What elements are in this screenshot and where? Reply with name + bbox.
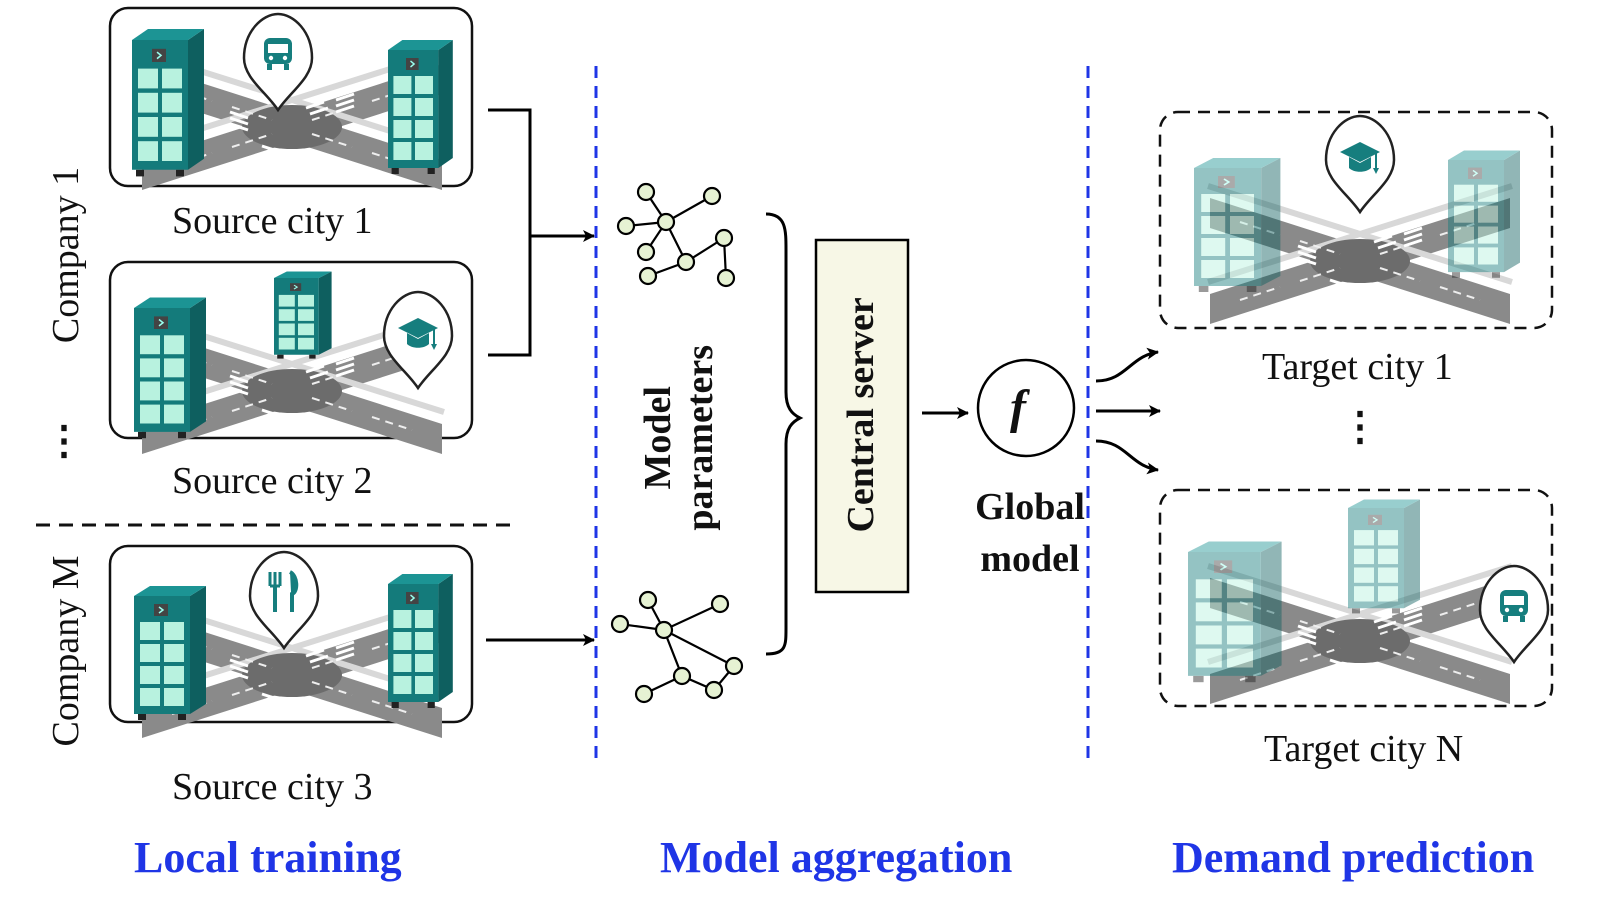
target-city-1-panel bbox=[1158, 110, 1554, 330]
model-graph-2 bbox=[610, 590, 744, 704]
target-city-1-label: Target city 1 bbox=[1262, 346, 1453, 388]
model-parameters-label: Model parameters bbox=[637, 344, 721, 531]
source-city-2-label: Source city 2 bbox=[172, 460, 373, 502]
source-city-2-panel bbox=[108, 260, 474, 454]
building-icon bbox=[1187, 540, 1283, 684]
global-model-circle bbox=[976, 358, 1076, 458]
target-ellipsis: ⋮ bbox=[1340, 404, 1380, 449]
section-local-training: Local training bbox=[134, 833, 402, 882]
company-m-label: Company M bbox=[45, 555, 87, 747]
global-model-label-2: model bbox=[980, 538, 1080, 580]
global-model-symbol: f bbox=[1010, 381, 1026, 434]
target-city-n-panel bbox=[1158, 488, 1554, 708]
curly-brace bbox=[765, 212, 804, 656]
section-model-aggregation: Model aggregation bbox=[660, 833, 1013, 882]
building-icon bbox=[387, 573, 454, 709]
building-icon bbox=[1447, 149, 1521, 279]
source-city-3-panel bbox=[108, 544, 474, 738]
company-1-label: Company 1 bbox=[45, 166, 87, 344]
building-icon bbox=[131, 28, 205, 178]
building-icon bbox=[133, 585, 207, 721]
source-city-3-label: Source city 3 bbox=[172, 766, 373, 808]
building-icon bbox=[273, 270, 333, 360]
source-city-1-label: Source city 1 bbox=[172, 200, 373, 242]
target-city-n-label: Target city N bbox=[1264, 728, 1464, 770]
section-demand-prediction: Demand prediction bbox=[1172, 833, 1535, 882]
building-icon bbox=[1193, 157, 1282, 293]
central-server-label: Central server bbox=[840, 297, 883, 533]
model-graph-1 bbox=[616, 182, 736, 288]
company-ellipsis: ⋮ bbox=[44, 418, 84, 463]
global-model-label-1: Global bbox=[975, 486, 1085, 528]
building-icon bbox=[387, 39, 454, 175]
source-connectors bbox=[486, 108, 595, 646]
source-city-1-panel bbox=[108, 6, 474, 190]
building-icon bbox=[133, 296, 207, 439]
central-server-box bbox=[814, 238, 910, 594]
target-arrows bbox=[1095, 347, 1161, 475]
building-icon bbox=[1347, 498, 1421, 615]
